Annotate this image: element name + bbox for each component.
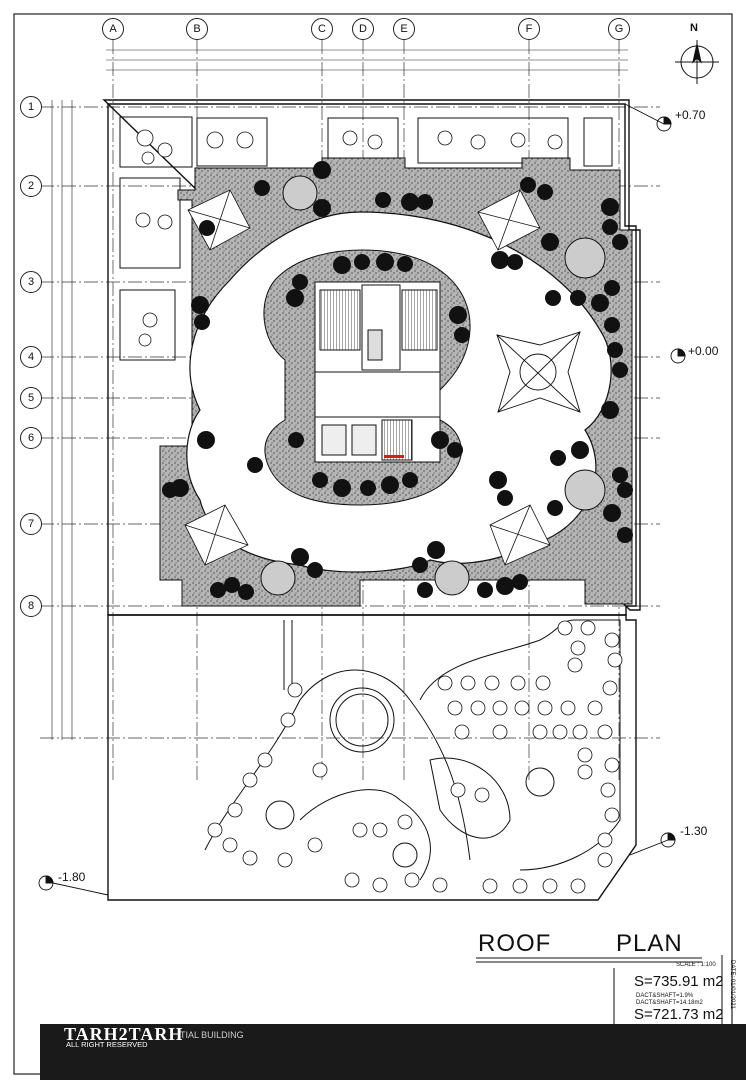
rights-label: ALL RIGHT RESERVED (66, 1040, 148, 1049)
title-rules (476, 955, 723, 1024)
dimension-lines (51, 49, 628, 740)
grid-label-1: 1 (20, 96, 42, 118)
grid-label-a: A (102, 18, 124, 40)
grid-label-4: 4 (20, 346, 42, 368)
level-top-right: +0.70 (675, 108, 706, 122)
building-caption: TIAL BUILDING (180, 1030, 244, 1040)
corner-pergolas (184, 189, 551, 566)
building-outline (102, 99, 641, 901)
round-fountains (260, 175, 606, 596)
level-markers (38, 103, 686, 896)
grid-label-6: 6 (20, 427, 42, 449)
tent-canopy (496, 331, 581, 413)
lower-trees (207, 620, 623, 894)
grid-label-d: D (352, 18, 374, 40)
grid-label-5: 5 (20, 387, 42, 409)
grid-label-g: G (608, 18, 630, 40)
level-left-low: -1.80 (58, 870, 86, 884)
title-roof: ROOF (478, 930, 552, 957)
lower-landscape (204, 619, 621, 881)
grid-label-b: B (186, 18, 208, 40)
area-net: S=721.73 m2 (634, 1006, 724, 1023)
duct-shaft-area: DACT&SHAFT=14.18m2 (636, 1000, 703, 1006)
area-gross: S=735.91 m2 (634, 973, 724, 990)
grid-label-3: 3 (20, 271, 42, 293)
top-planters (119, 116, 613, 361)
grid-label-e: E (393, 18, 415, 40)
date-label: DATE: 01/01/2021 (729, 960, 735, 1009)
roof-shrubs (162, 161, 633, 600)
grid-label-2: 2 (20, 175, 42, 197)
duct-shaft-percent: DACT&SHAFT=1.9% (636, 993, 694, 999)
level-right-mid: +0.00 (688, 344, 719, 358)
north-arrow (675, 40, 719, 84)
scale-label: SCALE : 1:100 (676, 962, 716, 968)
grid-label-f: F (518, 18, 540, 40)
logo-wordmark: TARH2TARH (64, 1024, 184, 1044)
north-label: N (690, 22, 698, 34)
title-plan: PLAN (616, 930, 683, 957)
planter-trees (135, 129, 563, 347)
grid-label-c: C (311, 18, 333, 40)
grid-label-8: 8 (20, 595, 42, 617)
grid-label-7: 7 (20, 513, 42, 535)
stair-core (314, 281, 441, 463)
level-right-low: -1.30 (680, 824, 708, 838)
watermark-bar (40, 1024, 746, 1080)
